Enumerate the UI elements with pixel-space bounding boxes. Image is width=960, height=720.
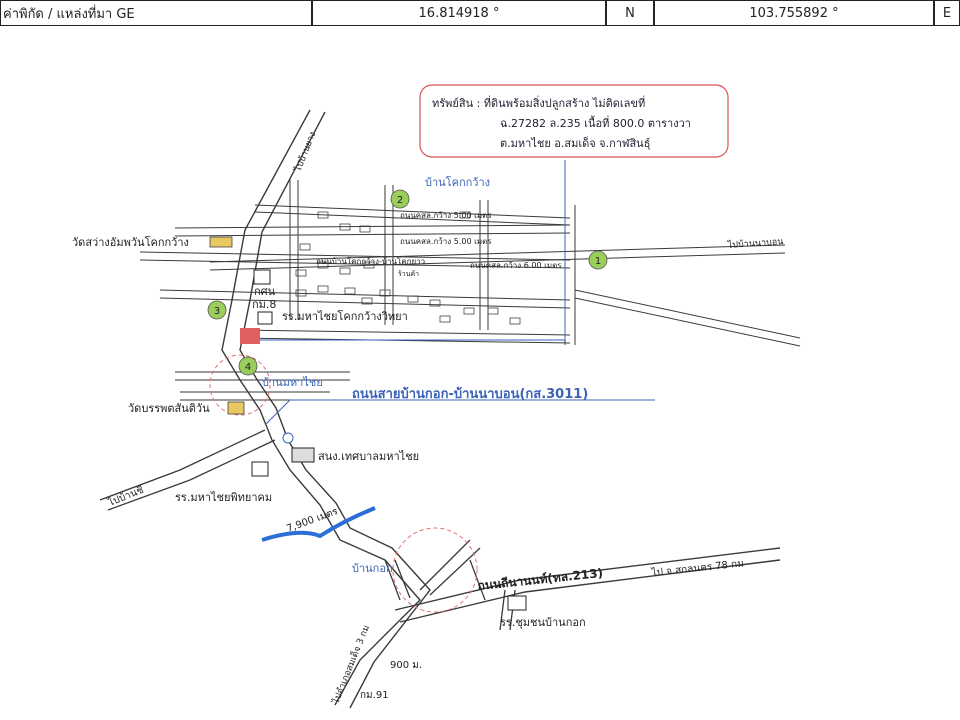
- callout-leader: [250, 160, 566, 341]
- latitude-value: 16.814918 °: [312, 0, 606, 26]
- latitude-direction: N: [606, 0, 654, 26]
- marker-2-label: 2: [397, 195, 403, 206]
- label-ban-kok: บ้านกอก: [352, 562, 393, 575]
- label-sno-tesaban: สนง.เทศบาลมหาไชย: [318, 450, 419, 463]
- label-school-khok-kwang: รร.มหาไชยโคกกว้างวิทยา: [282, 309, 408, 323]
- label-school-chumchon: รร.ชุมชนบ้านกอก: [500, 616, 586, 629]
- branch-roads: [99, 429, 516, 631]
- building-icons: [209, 236, 527, 611]
- label-street-wat: ถนนบ้านโคกกว้าง-บ้านโคกยาว: [316, 256, 425, 266]
- label-road-213: ถนนถีนานนท์(ทล.213): [477, 566, 604, 593]
- label-street-c: ถนนคสล.กว้าง 6.00 เมตร: [470, 261, 562, 270]
- bankok-circle: [392, 527, 478, 613]
- label-street-b: ถนนคสล.กว้าง 5.00 เมตร: [400, 237, 492, 246]
- callout-line1: ทรัพย์สิน : ที่ดินพร้อมสิ่งปลูกสร้าง ไม่…: [432, 95, 645, 110]
- label-shop: ร้านค้า: [398, 270, 419, 278]
- callout-line2: ฉ.27282 ล.235 เนื้อที่ 800.0 ตารางวา: [500, 115, 691, 130]
- label-to-ban-chi: ไปบ้านชี: [106, 484, 146, 509]
- label-dist-900: 900 ม.: [390, 660, 422, 671]
- village-streets: [139, 180, 801, 401]
- coord-source-label: ค่าพิกัด / แหล่งที่มา GE: [0, 0, 312, 26]
- coordinate-bar: ค่าพิกัด / แหล่งที่มา GE 16.814918 ° N 1…: [0, 0, 960, 30]
- label-ban-maha-chai: บ้านมหาไชย: [262, 376, 323, 389]
- highway-213: [394, 547, 781, 623]
- label-wat-banphot: วัดบรรพตสันติวัน: [128, 402, 210, 415]
- marker-3: 3: [207, 300, 227, 320]
- marker-4: 4: [238, 356, 258, 376]
- label-street-a: ถนนคสล.กว้าง 5.00 เมตร: [400, 211, 492, 220]
- marker-3-label: 3: [214, 306, 220, 317]
- subject-parcel: [240, 328, 260, 344]
- location-map: ทรัพย์สิน : ที่ดินพร้อมสิ่งปลูกสร้าง ไม่…: [72, 84, 801, 709]
- road-label-leader: [264, 399, 655, 426]
- label-kor-mor-8: กม.8: [252, 298, 276, 311]
- label-road-main: ถนนสายบ้านกอก-บ้านนาบอน(กส.3011): [352, 386, 588, 402]
- marker-4-label: 4: [245, 362, 251, 373]
- callout-line3: ต.มหาไชย อ.สมเด็จ จ.กาฬสินธุ์: [500, 136, 650, 150]
- property-callout: ทรัพย์สิน : ที่ดินพร้อมสิ่งปลูกสร้าง ไม่…: [419, 84, 729, 158]
- label-wat-sawang: วัดสว่างอัมพวันโคกกว้าง: [72, 235, 189, 249]
- label-school-pittayakhom: รร.มหาไชยพิทยาคม: [175, 491, 272, 504]
- house-icons: [295, 211, 521, 325]
- mahachai-circle: [209, 354, 271, 416]
- label-to-sakon: ไป จ.สกลนคร 78 กม: [650, 557, 744, 579]
- label-kor-mor-91: กม.91: [360, 690, 389, 701]
- marker-1-label: 1: [595, 256, 601, 267]
- label-kor-sor-nor: กศน: [254, 285, 276, 298]
- longitude-value: 103.755892 °: [654, 0, 934, 26]
- label-to-ban-top: ไปบ้านนาบอน: [726, 236, 783, 251]
- label-ban-khok-kwang: บ้านโคกกว้าง: [425, 175, 490, 189]
- marker-1: 1: [588, 250, 608, 270]
- river: [261, 506, 376, 542]
- marker-2: 2: [390, 189, 410, 209]
- longitude-direction: E: [934, 0, 960, 26]
